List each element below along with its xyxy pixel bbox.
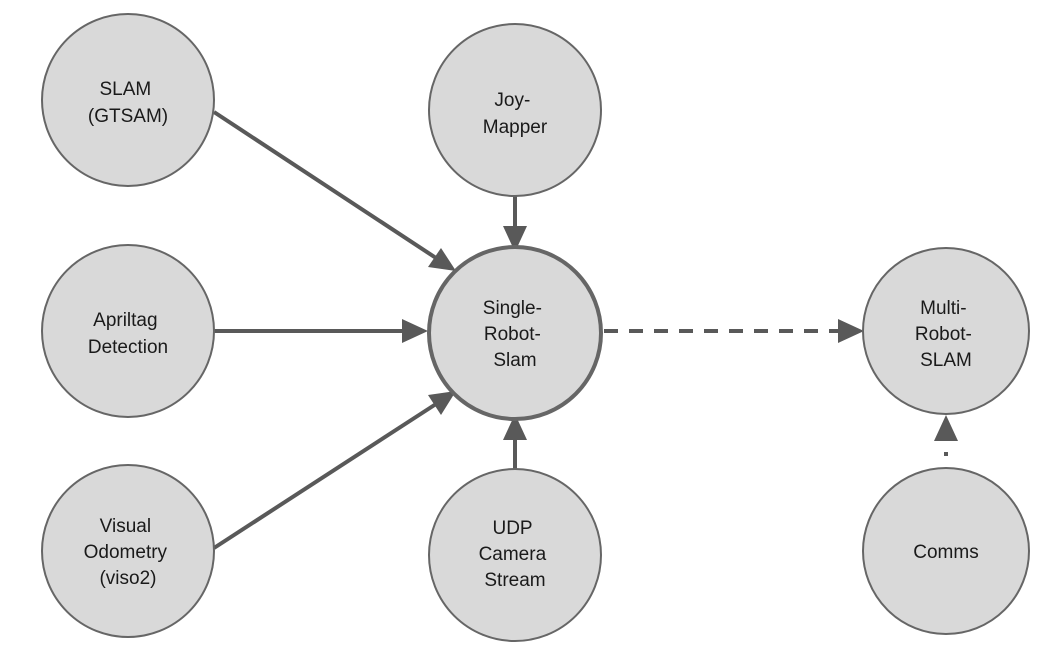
arrowhead	[934, 415, 958, 441]
node-slam-gtsam: SLAM (GTSAM)	[41, 13, 215, 187]
edge-joy-mapper-to-single-robot-slam	[503, 193, 527, 252]
edge-single-robot-slam-to-multi-robot-slam	[604, 319, 864, 343]
arrowhead	[503, 226, 527, 252]
arrowhead	[402, 319, 428, 343]
edge-udp-camera-to-single-robot-slam	[503, 414, 527, 471]
node-single-robot-slam: Single- Robot- Slam	[427, 245, 603, 421]
node-label: Single- Robot- Slam	[483, 298, 547, 371]
node-label: SLAM (GTSAM)	[88, 79, 168, 127]
nodes: SLAM (GTSAM) Joy- Mapper Apriltag Detect…	[41, 13, 1030, 642]
node-label: Apriltag Detection	[88, 310, 168, 358]
node-joy-mapper: Joy- Mapper	[428, 23, 602, 197]
node-label: UDP Camera Stream	[479, 518, 552, 591]
arrowhead	[503, 414, 527, 440]
edge-slam-gtsam-to-single-robot-slam	[212, 110, 456, 271]
node-label: Comms	[913, 542, 978, 563]
edges	[212, 110, 958, 550]
edge-comms-to-multi-robot-slam	[934, 415, 958, 474]
node-label: Joy- Mapper	[483, 90, 548, 138]
node-visual-odometry: Visual Odometry (viso2)	[41, 464, 215, 638]
arrowhead	[838, 319, 864, 343]
node-multi-robot-slam: Multi- Robot- SLAM	[862, 247, 1030, 415]
node-label: Multi- Robot- SLAM	[915, 298, 977, 371]
edge-apriltag-to-single-robot-slam	[214, 319, 428, 343]
node-comms: Comms	[862, 467, 1030, 635]
node-udp-camera-stream: UDP Camera Stream	[428, 468, 602, 642]
node-apriltag-detection: Apriltag Detection	[41, 244, 215, 418]
edge-visual-odometry-to-single-robot-slam	[212, 391, 456, 550]
arrowhead	[428, 391, 456, 415]
arrowhead	[428, 248, 456, 271]
node-label: Visual Odometry (viso2)	[84, 516, 173, 589]
